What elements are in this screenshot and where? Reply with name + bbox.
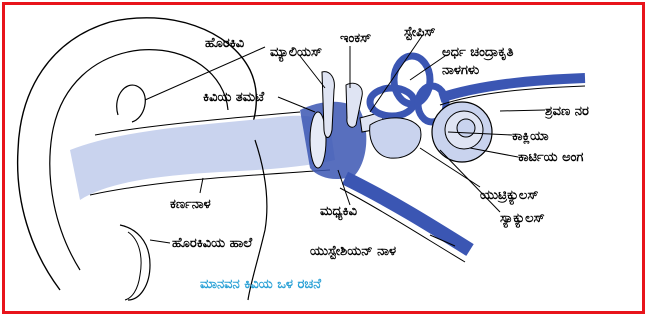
label-stapes: ಸ್ಟೇಪಿಸ್ [404,25,436,41]
ear-canal-fill [70,116,335,200]
label-eustachian-tube: ಯುಸ್ಟೇಶಿಯನ್ ನಾಳ [310,244,396,260]
caption: ಮಾನವನ ಕಿವಿಯ ಒಳ ರಚನೆ [200,277,322,292]
ear-lobe-inner [125,232,141,300]
label-sacculus: ಸ್ಯಾಕ್ಯುಲಸ್ [500,211,545,229]
eustachian-tube [345,178,470,250]
label-pinna: ಹೊರಕಿವಿಯ ಹಾಲೆ [172,236,253,251]
label-incus: ಇಂಕಸ್ [340,31,371,46]
label-semicircular-canals-2: ನಾಳಗಳು [442,63,479,78]
label-outer-ear: ಹೊರಕಿವಿ [205,36,245,51]
label-semicircular-canals-1: ಅರ್ಧ ಚಂದ್ರಾಕೃತಿ [442,45,514,62]
label-organ-of-corti: ಕಾರ್ಟಿಯ ಅಂಗ [518,150,583,165]
label-ear-canal: ಕರ್ಣನಾಳ [170,197,211,212]
label-utriculus: ಯುಟ್ರಿಕ್ಯುಲಸ್ [480,188,539,206]
concha [117,85,146,122]
ear-lobe [120,225,150,300]
cochlea-inner [457,119,475,137]
label-eardrum: ಕಿವಿಯ ತಮಟೆ [203,90,265,105]
vestibule [370,118,421,158]
malleus [322,72,334,138]
auditory-nerve [440,78,585,98]
label-malleus: ಮ್ಯಾಲಿಯಸ್ [270,45,322,63]
label-cochlea: ಕಾಕ್ಲಿಯಾ [512,129,549,145]
label-auditory-nerve: ಶ್ರವಣ ನರ [545,104,589,120]
label-middle-ear: ಮಧ್ಯಕಿವಿ [320,204,358,221]
